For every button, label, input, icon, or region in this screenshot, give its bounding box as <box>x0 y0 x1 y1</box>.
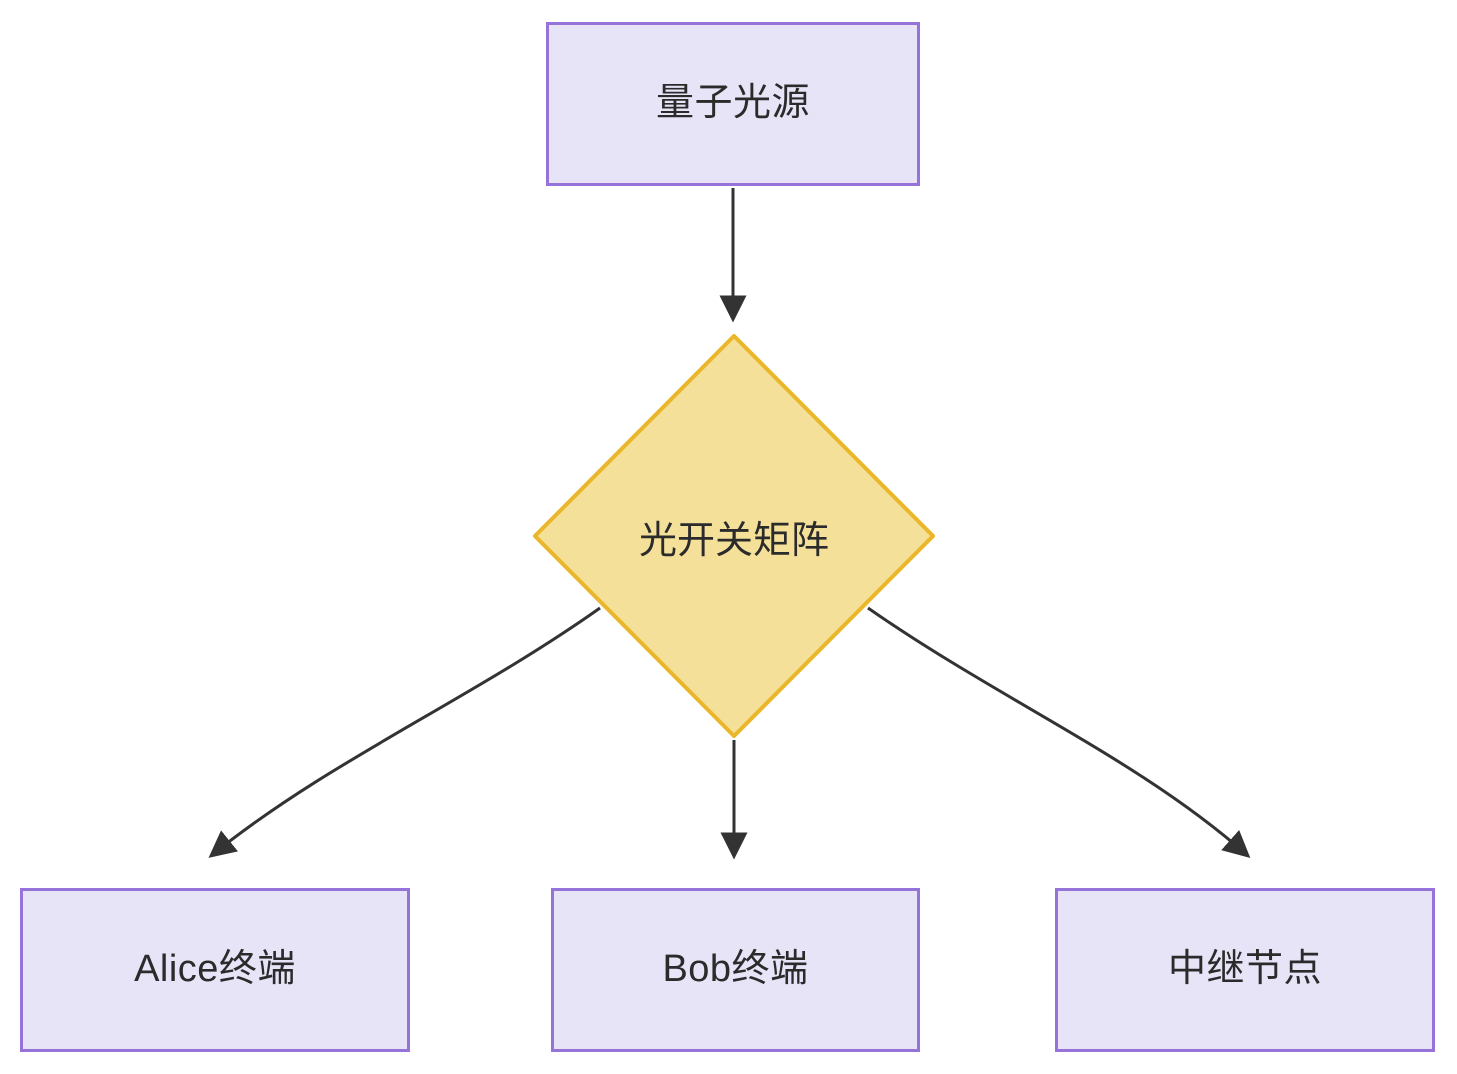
node-optical-switch-matrix[interactable]: 光开关矩阵 <box>533 334 935 738</box>
node-label-bob-terminal: Bob终端 <box>662 948 809 991</box>
node-label-relay-node: 中继节点 <box>1167 948 1322 991</box>
node-label-quantum-light-source: 量子光源 <box>655 82 810 125</box>
node-label-optical-switch-matrix: 光开关矩阵 <box>638 519 829 562</box>
node-bob-terminal[interactable]: Bob终端 <box>551 888 920 1052</box>
node-alice-terminal[interactable]: Alice终端 <box>20 888 410 1052</box>
diamond-shape <box>533 334 935 738</box>
node-quantum-light-source[interactable]: 量子光源 <box>546 22 920 186</box>
node-label-alice-terminal: Alice终端 <box>134 948 296 991</box>
node-relay-node[interactable]: 中继节点 <box>1055 888 1435 1052</box>
